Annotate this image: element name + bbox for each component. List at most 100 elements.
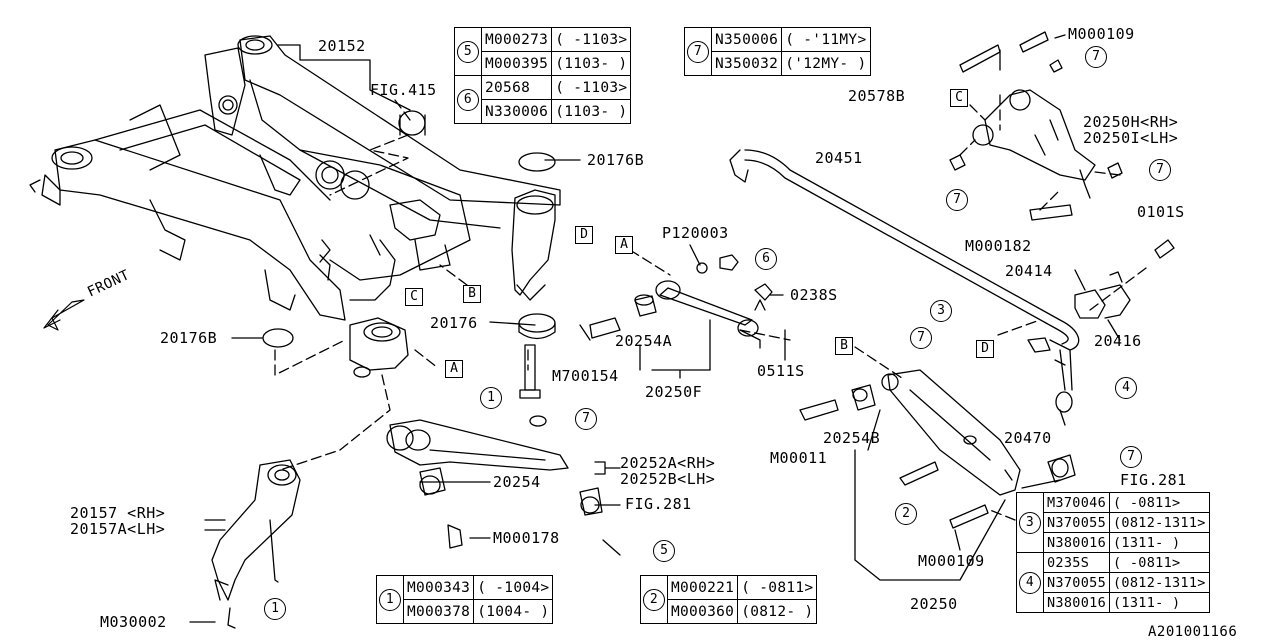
doc-code: A201001166 xyxy=(1148,624,1238,640)
callout-20414: 20414 xyxy=(1005,262,1053,280)
trailing-arm-illustration xyxy=(386,419,621,556)
stabilizer-bar-illustration xyxy=(729,149,1175,413)
callout-m000182: M000182 xyxy=(965,237,1032,255)
part-table-7: 7 N350006 ( -'11MY> N350032 ('12MY- ) xyxy=(684,27,871,76)
lateral-link-illustration xyxy=(579,254,773,349)
table-ref-6: 6 xyxy=(457,88,479,111)
callout-20176b-top: 20176B xyxy=(587,151,645,169)
view-letter-c: C xyxy=(950,89,968,107)
part-range: (1311- ) xyxy=(1109,532,1210,553)
callout-m030002: M030002 xyxy=(100,613,167,631)
part-table-1: 1 M000343 ( -1004> M000378 (1004- ) xyxy=(376,575,554,624)
ref-number-7: 7 xyxy=(946,189,968,211)
part-number: N380016 xyxy=(1043,532,1110,553)
callout-20254a: 20254A xyxy=(615,332,673,350)
part-number: N350006 xyxy=(710,27,783,52)
part-number: N350032 xyxy=(710,51,783,76)
callout-m000109-top: M000109 xyxy=(1068,25,1135,43)
part-range: ('12MY- ) xyxy=(781,51,871,76)
part-range: (1311- ) xyxy=(1109,592,1210,613)
view-letter-a: A xyxy=(615,236,633,254)
callout-20176: 20176 xyxy=(430,314,478,332)
ref-number-4: 4 xyxy=(1115,377,1137,399)
part-number: M000273 xyxy=(480,27,553,52)
callout-m000178: M000178 xyxy=(493,529,560,547)
callout-m700154: M700154 xyxy=(552,367,619,385)
view-letter-c: C xyxy=(405,288,423,306)
callout-fig281-mid[interactable]: FIG.281 xyxy=(625,495,692,513)
callout-m000109-bottom: M000109 xyxy=(918,552,985,570)
view-letter-b: B xyxy=(835,337,853,355)
callout-20252b: 20252B<LH> xyxy=(620,470,716,488)
ref-number-5: 5 xyxy=(653,540,675,562)
part-range: ( -1103> xyxy=(551,27,632,52)
part-range: (0812- ) xyxy=(737,599,818,624)
callout-20176b-left: 20176B xyxy=(160,329,218,347)
view-letter-b: B xyxy=(463,285,481,303)
part-range: (1004- ) xyxy=(473,599,554,624)
part-range: (1103- ) xyxy=(551,99,632,124)
callout-20250h: 20250H<RH> xyxy=(1083,113,1179,131)
part-range: ( -0811> xyxy=(737,575,818,600)
callout-m00011: M00011 xyxy=(770,449,828,467)
part-table-2: 2 M000221 ( -0811> M000360 (0812- ) xyxy=(640,575,818,624)
callout-p120003: P120003 xyxy=(662,224,729,242)
part-number: N330006 xyxy=(480,99,553,124)
callout-20578b: 20578B xyxy=(848,87,906,105)
table-ref-3: 3 xyxy=(1019,511,1041,534)
ref-number-2: 2 xyxy=(895,503,917,525)
table-ref-5: 5 xyxy=(457,40,479,63)
callout-20152: 20152 xyxy=(318,37,366,55)
part-table-5-6: 5 M000273 ( -1103> M000395 (1103- ) 6 20… xyxy=(454,27,632,124)
part-number: M000378 xyxy=(402,599,475,624)
ref-number-7: 7 xyxy=(1120,446,1142,468)
subframe-illustration xyxy=(29,35,561,378)
table-ref-7: 7 xyxy=(687,40,709,63)
callout-20254b: 20254B xyxy=(823,429,881,447)
part-range: (0812-1311> xyxy=(1109,512,1210,533)
ref-number-1: 1 xyxy=(480,387,502,409)
upper-arm-illustration xyxy=(949,31,1123,221)
part-number: N370055 xyxy=(1043,572,1110,593)
callout-fig415[interactable]: FIG.415 xyxy=(370,81,437,99)
part-number: N380016 xyxy=(1043,592,1110,613)
callout-20157: 20157 <RH> xyxy=(70,504,166,522)
callout-20250: 20250 xyxy=(910,595,958,613)
part-number: 20568 xyxy=(480,75,553,100)
ref-number-7: 7 xyxy=(1149,159,1171,181)
part-range: (1103- ) xyxy=(551,51,632,76)
view-letter-d: D xyxy=(575,226,593,244)
part-number: M000395 xyxy=(480,51,553,76)
ref-number-7: 7 xyxy=(910,327,932,349)
part-range: (0812-1311> xyxy=(1109,572,1210,593)
view-letter-d: D xyxy=(976,340,994,358)
callout-20250i: 20250I<LH> xyxy=(1083,129,1179,147)
lower-arm-illustration xyxy=(799,369,1076,529)
table-ref-1: 1 xyxy=(379,588,401,611)
view-letter-a: A xyxy=(445,360,463,378)
ref-number-1: 1 xyxy=(264,598,286,620)
callout-0101s: 0101S xyxy=(1137,203,1185,221)
callout-20470: 20470 xyxy=(1004,429,1052,447)
ref-number-7: 7 xyxy=(575,408,597,430)
part-range: ( -1004> xyxy=(473,575,554,600)
part-range: ( -1103> xyxy=(551,75,632,100)
ref-number-6: 6 xyxy=(755,248,777,270)
ref-number-3: 3 xyxy=(930,300,952,322)
callout-20157a: 20157A<LH> xyxy=(70,520,166,538)
callout-20416: 20416 xyxy=(1094,332,1142,350)
knuckle-arm-illustration xyxy=(211,459,301,629)
part-number: 0235S xyxy=(1043,552,1110,573)
callout-20254: 20254 xyxy=(493,473,541,491)
callout-0511s: 0511S xyxy=(757,362,805,380)
part-range: ( -0811> xyxy=(1109,552,1210,573)
part-table-3-4: 3 M370046 ( -0811> N370055 (0812-1311> N… xyxy=(1016,492,1210,613)
part-number: M370046 xyxy=(1043,492,1110,513)
ref-number-7: 7 xyxy=(1085,46,1107,68)
callout-20451: 20451 xyxy=(815,149,863,167)
callout-20252a: 20252A<RH> xyxy=(620,454,716,472)
callout-fig281-right[interactable]: FIG.281 xyxy=(1120,471,1187,489)
front-arrow xyxy=(47,299,85,331)
